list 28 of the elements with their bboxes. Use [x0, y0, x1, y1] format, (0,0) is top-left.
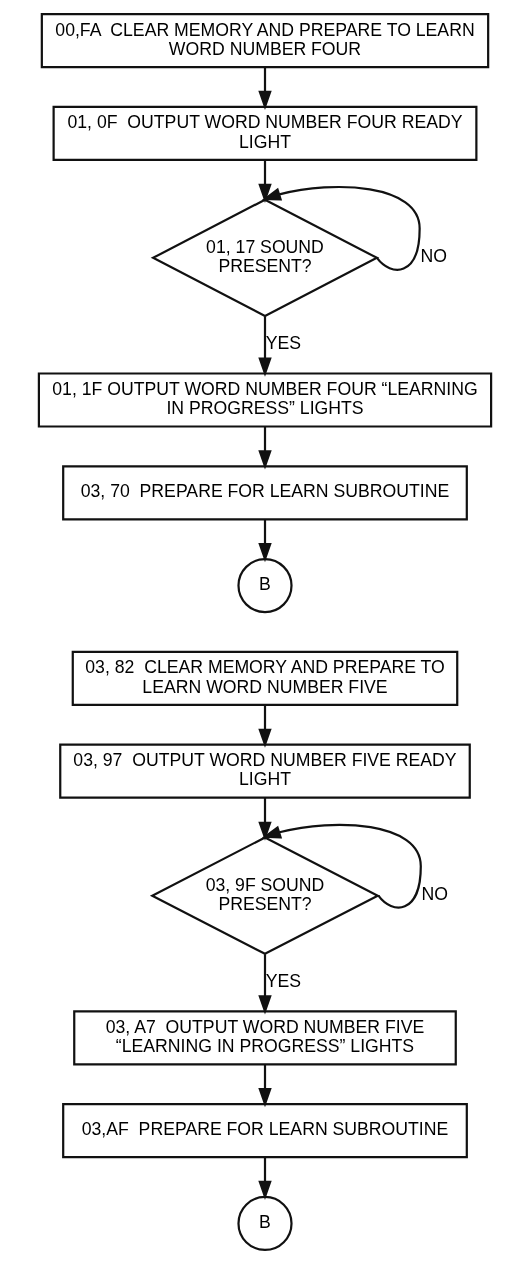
edge-label: NO — [419, 246, 447, 267]
arrow — [257, 705, 272, 748]
arrow — [257, 67, 272, 110]
arrow — [257, 1157, 272, 1201]
node-box: 01, 1F OUTPUT WORD NUMBER FOUR “LEARNING IN PROGRESS” LIGHTS — [37, 372, 492, 428]
node-circle: B — [236, 558, 293, 614]
arrow — [257, 519, 272, 563]
node-box: 00,FA CLEAR MEMORY AND PREPARE TO LEARN WORD NUMBER FOUR — [40, 12, 489, 69]
arrow — [257, 160, 272, 203]
arrow — [261, 185, 421, 271]
arrow — [257, 797, 272, 841]
node-box: 03, 70 PREPARE FOR LEARN SUBROUTINE — [61, 465, 468, 521]
edge-label: NO — [421, 884, 448, 905]
node-box: 03,AF PREPARE FOR LEARN SUBROUTINE — [61, 1103, 468, 1159]
node-box: 03, 82 CLEAR MEMORY AND PREPARE TO LEARN WORD NUMBER FIVE — [71, 650, 458, 706]
node-diamond: 03, 9F SOUND PRESENT? — [149, 836, 380, 956]
node-box: 03, 97 OUTPUT WORD NUMBER FIVE READY LIGHT — [58, 743, 471, 799]
node-box: 03, A7 OUTPUT WORD NUMBER FIVE “LEARNING IN PROGRESS” LIGHTS — [72, 1010, 457, 1066]
node-diamond: 01, 17 SOUND PRESENT? — [150, 198, 379, 318]
node-circle: B — [236, 1195, 293, 1252]
edge-label: YES — [265, 333, 301, 354]
arrow — [261, 823, 422, 909]
arrow — [257, 954, 272, 1015]
edge-label: YES — [265, 971, 301, 992]
arrow — [257, 316, 272, 377]
node-box: 01, 0F OUTPUT WORD NUMBER FOUR READY LIGHT — [52, 105, 477, 161]
arrow — [257, 1064, 272, 1108]
arrow — [257, 427, 272, 470]
